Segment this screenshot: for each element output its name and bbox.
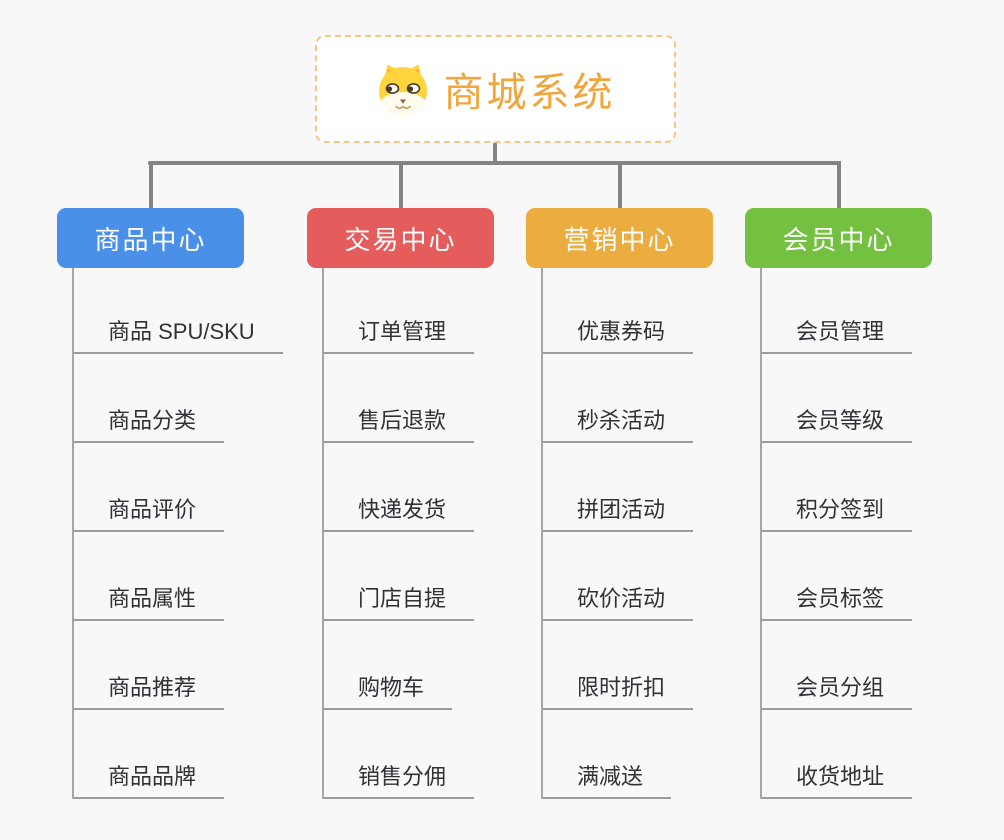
leaf-node[interactable]: 售后退款: [324, 354, 475, 443]
leaf-node[interactable]: 会员分组: [762, 621, 913, 710]
branch-node-marketing-center[interactable]: 营销中心: [526, 208, 713, 268]
leaf-node[interactable]: 会员标签: [762, 532, 913, 621]
leaf-node[interactable]: 快递发货: [324, 443, 475, 532]
branch-node-product-center[interactable]: 商品中心: [57, 208, 244, 268]
leaf-node[interactable]: 订单管理: [324, 268, 475, 354]
leaf-node[interactable]: 优惠券码: [543, 268, 694, 354]
branch-column-member-center: 会员中心 会员管理会员等级积分签到会员标签会员分组收货地址: [745, 208, 1004, 799]
leaf-node[interactable]: 会员等级: [762, 354, 913, 443]
leaf-node[interactable]: 门店自提: [324, 532, 475, 621]
root-node[interactable]: 商城系统: [315, 35, 676, 143]
branch-node-member-center[interactable]: 会员中心: [745, 208, 932, 268]
branch-column-marketing-center: 营销中心 优惠券码秒杀活动拼团活动砍价活动限时折扣满减送: [526, 208, 786, 799]
leaf-node[interactable]: 拼团活动: [543, 443, 694, 532]
connector-drop-trade-center: [398, 161, 403, 208]
connector-drop-product-center: [148, 161, 153, 208]
leaf-node[interactable]: 秒杀活动: [543, 354, 694, 443]
connector-bus-line: [148, 161, 841, 165]
connector-drop-marketing-center: [617, 161, 622, 208]
dog-logo-icon: [378, 64, 427, 115]
leaf-node[interactable]: 商品评价: [74, 443, 225, 532]
leaf-node[interactable]: 商品品牌: [74, 710, 225, 799]
leaf-node[interactable]: 收货地址: [762, 710, 913, 799]
leaf-node[interactable]: 砍价活动: [543, 532, 694, 621]
leaf-node[interactable]: 会员管理: [762, 268, 913, 354]
leaf-node[interactable]: 商品分类: [74, 354, 225, 443]
leaf-node[interactable]: 商品 SPU/SKU: [74, 268, 283, 354]
branch-item-list: 会员管理会员等级积分签到会员标签会员分组收货地址: [760, 268, 913, 799]
leaf-node[interactable]: 商品推荐: [74, 621, 225, 710]
leaf-node[interactable]: 满减送: [543, 710, 672, 799]
root-title: 商城系统: [443, 71, 616, 115]
branch-column-trade-center: 交易中心 订单管理售后退款快递发货门店自提购物车销售分佣: [307, 208, 567, 799]
leaf-node[interactable]: 购物车: [324, 621, 453, 710]
branch-node-trade-center[interactable]: 交易中心: [307, 208, 494, 268]
branch-item-list: 优惠券码秒杀活动拼团活动砍价活动限时折扣满减送: [541, 268, 694, 799]
branch-item-list: 订单管理售后退款快递发货门店自提购物车销售分佣: [322, 268, 475, 799]
leaf-node[interactable]: 销售分佣: [324, 710, 475, 799]
leaf-node[interactable]: 限时折扣: [543, 621, 694, 710]
leaf-node[interactable]: 商品属性: [74, 532, 225, 621]
leaf-node[interactable]: 积分签到: [762, 443, 913, 532]
connector-drop-member-center: [836, 161, 841, 208]
connector-root-stem: [493, 143, 497, 163]
